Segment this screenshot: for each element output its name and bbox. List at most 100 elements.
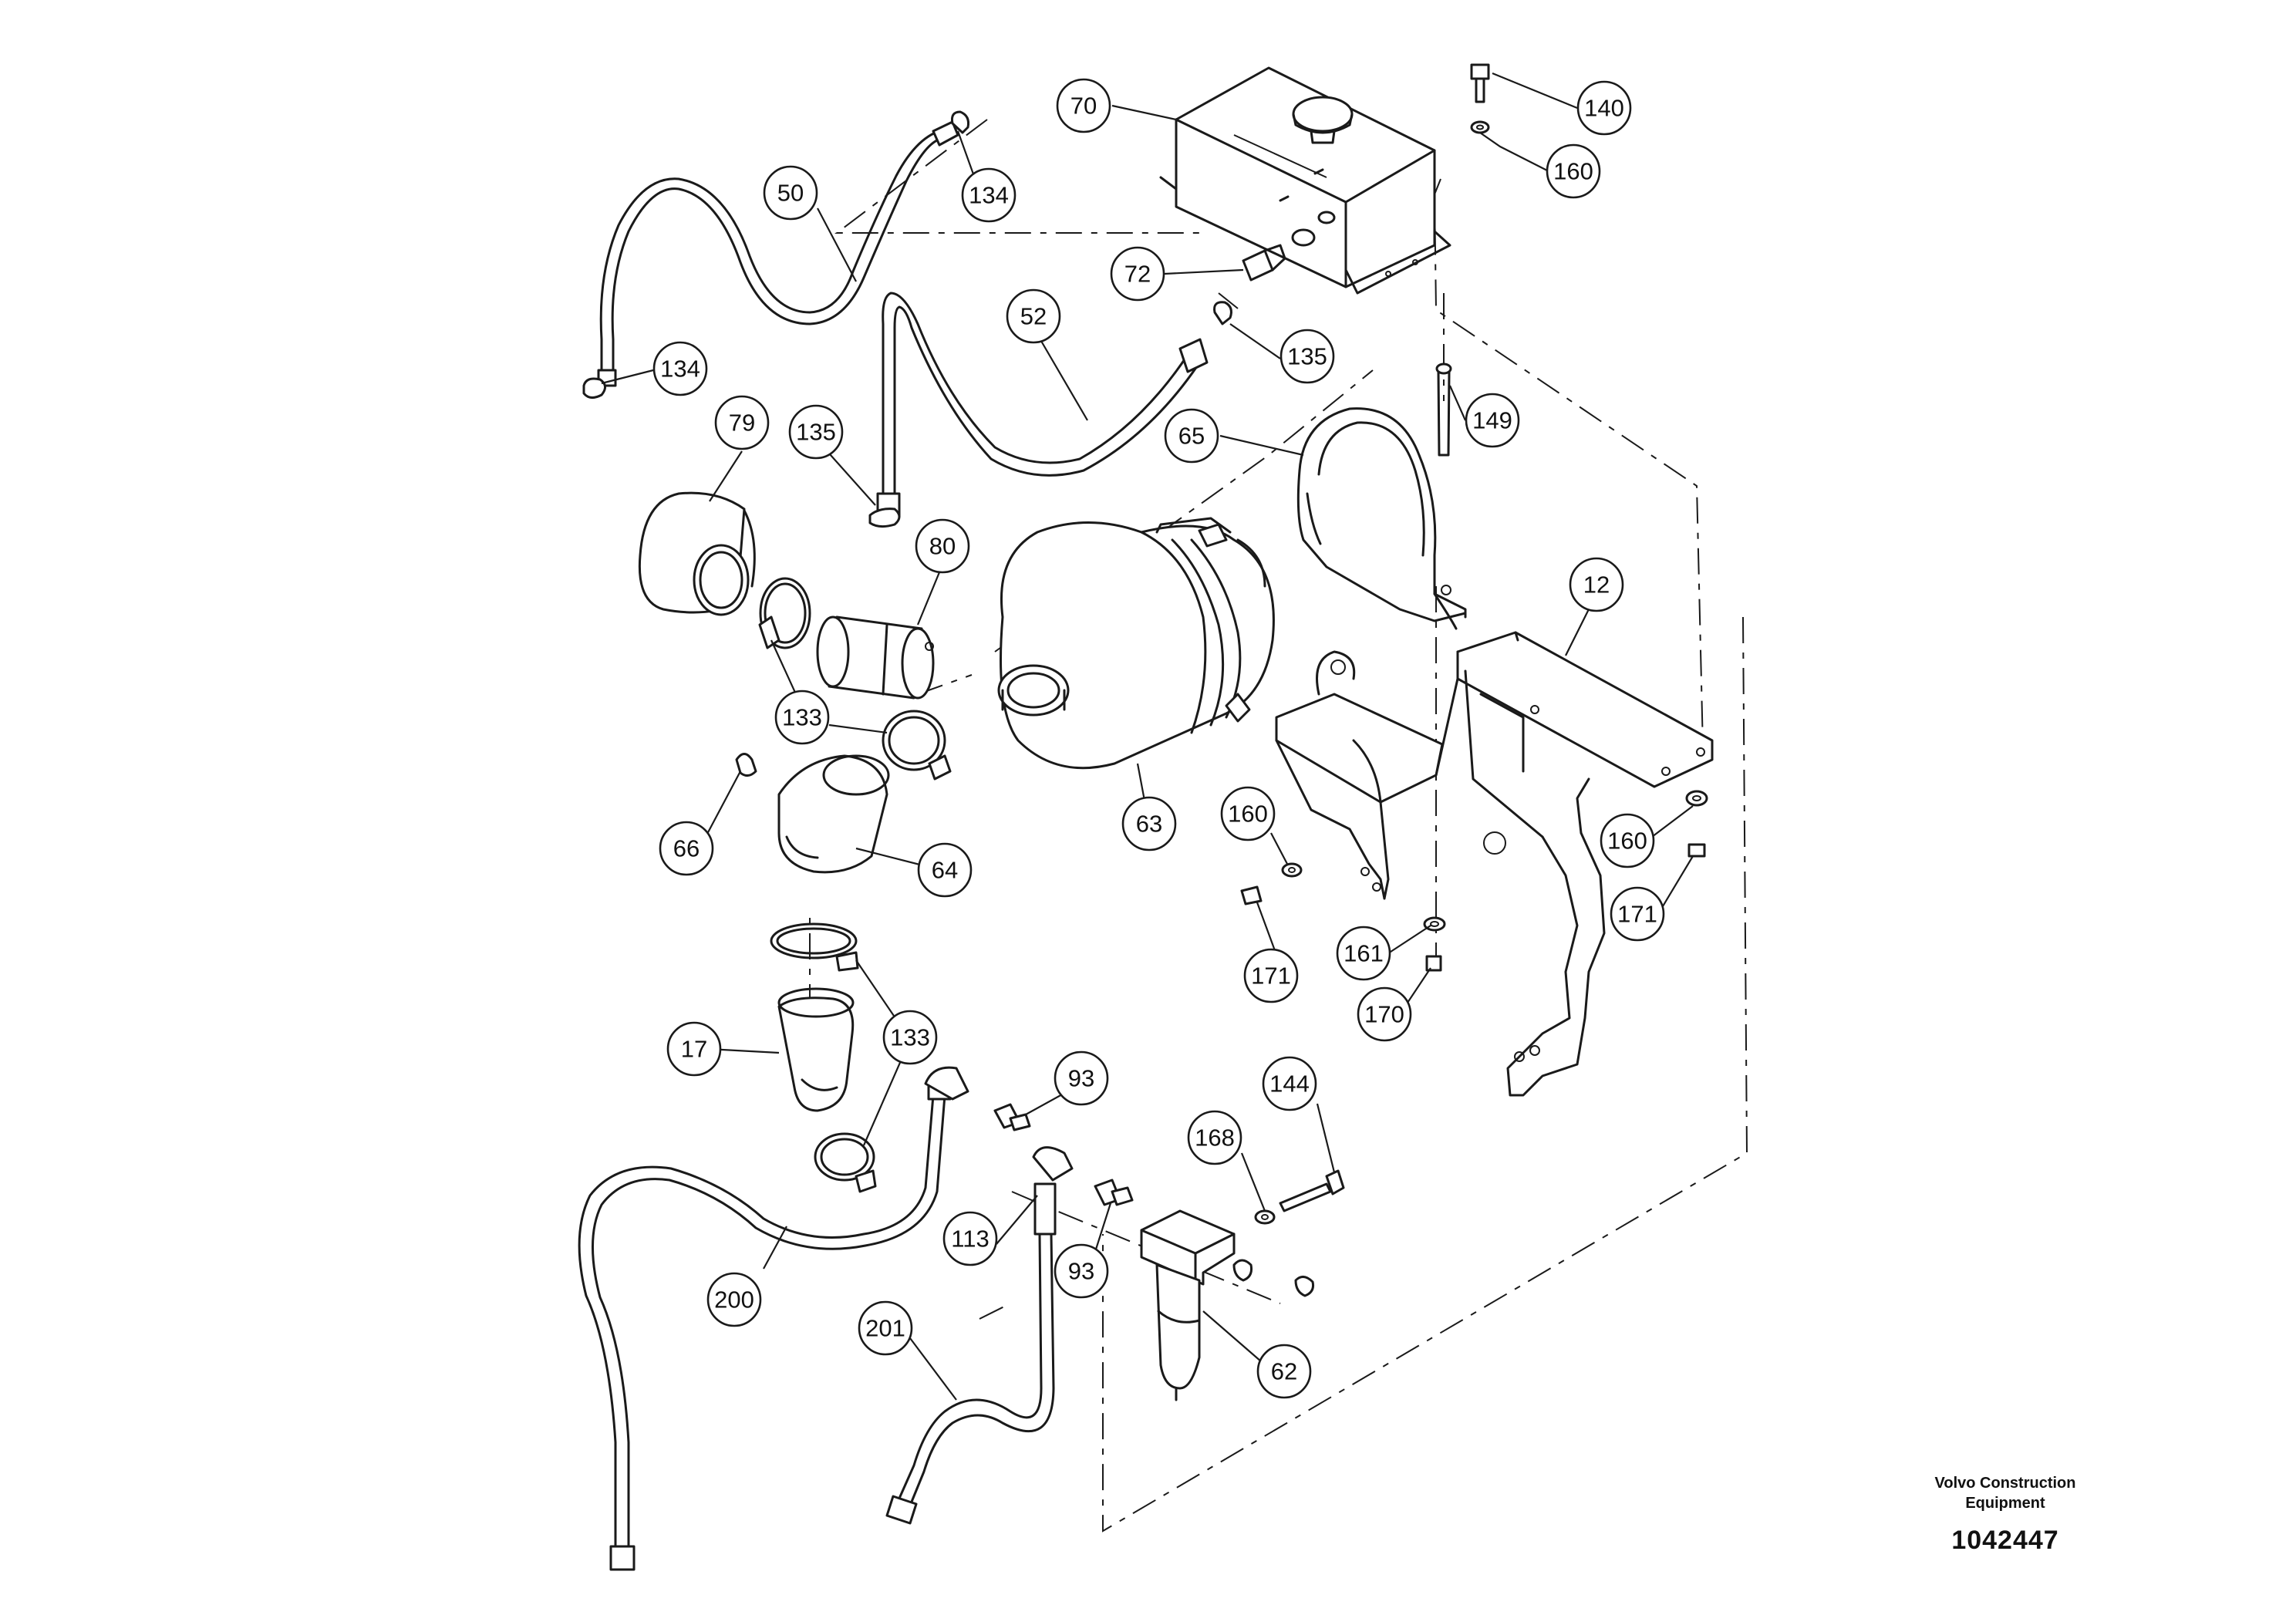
- svg-text:135: 135: [796, 419, 836, 446]
- svg-text:65: 65: [1178, 423, 1205, 450]
- ring-clamp-133-bottom-part: [814, 1132, 877, 1193]
- svg-text:171: 171: [1251, 963, 1291, 990]
- svg-text:200: 200: [714, 1286, 754, 1313]
- fitting-72-part: [1242, 244, 1286, 282]
- ring-clamp-133-upper-part: [758, 577, 811, 649]
- callout-93: 93: [1054, 1050, 1109, 1106]
- callout-93: 93: [1054, 1243, 1109, 1299]
- callout-113: 113: [942, 1211, 998, 1266]
- elbow-64-part: [777, 754, 890, 874]
- callout-200: 200: [706, 1272, 762, 1327]
- svg-text:135: 135: [1287, 343, 1327, 370]
- callout-160: 160: [1220, 786, 1276, 841]
- svg-text:63: 63: [1136, 811, 1162, 838]
- callout-17: 17: [666, 1021, 722, 1077]
- callout-62: 62: [1256, 1344, 1312, 1399]
- svg-text:149: 149: [1472, 407, 1512, 434]
- callout-171: 171: [1610, 886, 1665, 942]
- callout-149: 149: [1465, 393, 1520, 448]
- svg-text:171: 171: [1617, 901, 1657, 928]
- ring-clamp-133-lower-part: [770, 922, 859, 972]
- svg-text:160: 160: [1553, 158, 1593, 185]
- callout-134: 134: [961, 167, 1017, 223]
- svg-text:133: 133: [782, 704, 822, 731]
- svg-text:170: 170: [1364, 1001, 1404, 1028]
- svg-text:64: 64: [932, 857, 958, 884]
- callout-50: 50: [763, 165, 818, 221]
- svg-text:17: 17: [681, 1036, 707, 1063]
- filter-bracket-lower-part: [1275, 650, 1444, 900]
- callout-79: 79: [714, 395, 770, 450]
- filter-bracket-65-part: [1296, 407, 1467, 630]
- svg-text:133: 133: [890, 1024, 930, 1051]
- callout-161: 161: [1336, 926, 1391, 981]
- hose-50-part: [597, 120, 959, 387]
- svg-text:140: 140: [1584, 95, 1624, 122]
- callout-52: 52: [1006, 288, 1061, 344]
- company-name: Volvo Construction Equipment: [1934, 1475, 2076, 1512]
- callout-80: 80: [915, 518, 970, 574]
- ring-clamp-133-mid-part: [882, 710, 952, 781]
- callout-171: 171: [1243, 948, 1299, 1003]
- callout-65: 65: [1164, 408, 1219, 464]
- intake-tube-80-part: [816, 615, 935, 700]
- svg-text:93: 93: [1068, 1258, 1094, 1285]
- hose-clamp-135-part: [868, 301, 1232, 528]
- svg-text:12: 12: [1583, 572, 1610, 599]
- svg-text:144: 144: [1269, 1071, 1310, 1098]
- callout-160: 160: [1600, 813, 1655, 868]
- svg-text:134: 134: [969, 182, 1009, 209]
- svg-text:168: 168: [1195, 1125, 1235, 1152]
- svg-text:70: 70: [1070, 93, 1097, 120]
- svg-text:72: 72: [1124, 261, 1151, 288]
- svg-text:79: 79: [729, 410, 755, 437]
- callout-72: 72: [1110, 246, 1165, 302]
- svg-text:50: 50: [777, 180, 804, 207]
- callout-170: 170: [1357, 986, 1412, 1042]
- air-cleaner-63-part: [997, 517, 1275, 770]
- hose-17-part: [777, 987, 855, 1112]
- hose-clamp-134-part: [582, 110, 969, 399]
- callout-144: 144: [1262, 1056, 1317, 1111]
- callout-63: 63: [1121, 796, 1177, 851]
- svg-text:52: 52: [1020, 303, 1047, 330]
- svg-text:201: 201: [865, 1315, 905, 1342]
- callout-140: 140: [1576, 80, 1632, 136]
- callout-160: 160: [1546, 143, 1601, 199]
- callout-135: 135: [788, 404, 844, 460]
- callout-70: 70: [1056, 78, 1111, 133]
- cap-66-part: [735, 753, 757, 777]
- reservoir-tank-part: [1159, 66, 1451, 295]
- hose-201-part: [885, 1146, 1074, 1525]
- fitting-93-lower-part: [1094, 1179, 1134, 1206]
- callout-135: 135: [1279, 329, 1335, 384]
- callout-134: 134: [652, 341, 708, 396]
- intake-cap-79-part: [638, 491, 756, 616]
- callout-133: 133: [882, 1010, 938, 1065]
- svg-text:134: 134: [660, 356, 700, 383]
- callout-12: 12: [1569, 557, 1624, 612]
- bolt-149-part: [1435, 363, 1452, 457]
- fuel-filter-62-part: [1140, 1209, 1314, 1401]
- hose-52-part: [876, 292, 1209, 518]
- footer-block: Volvo Construction Equipment 1042447: [1905, 1473, 2106, 1556]
- svg-text:93: 93: [1068, 1065, 1094, 1092]
- svg-text:80: 80: [929, 533, 956, 560]
- svg-text:160: 160: [1607, 828, 1647, 855]
- callout-201: 201: [858, 1300, 913, 1356]
- svg-text:62: 62: [1271, 1358, 1297, 1385]
- callout-133: 133: [774, 690, 830, 745]
- callout-64: 64: [917, 842, 973, 898]
- svg-text:66: 66: [673, 835, 700, 862]
- document-number: 1042447: [1951, 1526, 2059, 1555]
- hose-200-part: [578, 1066, 969, 1571]
- bolt-144-part: [1254, 1169, 1345, 1225]
- bracket-12-part: [1435, 631, 1714, 1097]
- callout-66: 66: [659, 821, 714, 876]
- svg-text:160: 160: [1228, 801, 1268, 828]
- svg-text:161: 161: [1344, 940, 1384, 967]
- callout-168: 168: [1187, 1110, 1242, 1165]
- svg-text:113: 113: [951, 1226, 989, 1253]
- fitting-93-upper-part: [993, 1103, 1031, 1131]
